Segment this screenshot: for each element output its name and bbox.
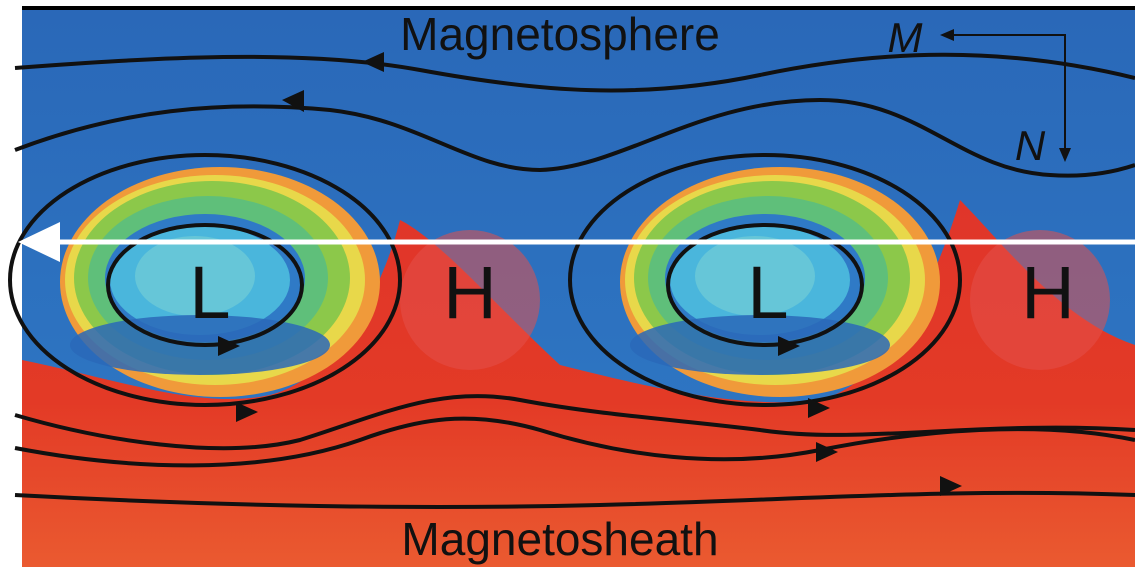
streamline-bottom-1	[14, 393, 1135, 451]
low-pressure-label-2: L	[747, 251, 788, 334]
streamline-bottom-3	[14, 490, 1135, 509]
arrow-top-2	[282, 90, 304, 112]
arrow-top-1	[362, 52, 384, 72]
cut-line-arrow	[18, 222, 1135, 262]
vortex-1-inner-loop	[106, 223, 304, 347]
streamline-arrows	[218, 52, 962, 496]
arrow-vortex-1-outer	[236, 402, 258, 422]
top-border	[22, 6, 1135, 10]
m-axis-arrowhead	[940, 29, 954, 41]
arrow-bottom-3	[940, 476, 962, 496]
arrow-bottom-2	[816, 442, 838, 462]
vortex-2-inner-loop	[666, 223, 864, 347]
n-axis-label: N	[1015, 122, 1046, 169]
arrow-vortex-2-outer	[808, 398, 830, 418]
vortex-1	[60, 167, 380, 397]
streamline-top-1	[14, 52, 1135, 93]
arrow-vortex-1-inner	[218, 336, 240, 356]
magnetosphere-label: Magnetosphere	[400, 8, 720, 60]
streamline-bottom-2	[14, 416, 1135, 468]
vortex-2-outer-loop	[568, 153, 962, 407]
high-pressure-label-1: H	[443, 251, 496, 334]
vortex-1-outer-loop	[8, 153, 402, 407]
high-pressure-patch-1	[400, 230, 540, 370]
magnetosheath-region	[22, 200, 1135, 567]
coordinate-axes	[940, 29, 1071, 162]
high-pressure-patch-2	[970, 230, 1110, 370]
low-pressure-label-1: L	[189, 251, 230, 334]
high-pressure-label-2: H	[1021, 251, 1074, 334]
m-axis-label: M	[888, 14, 923, 61]
streamlines	[8, 52, 1135, 509]
n-axis-arrowhead	[1059, 148, 1071, 162]
streamline-top-2	[14, 97, 1135, 178]
arrow-vortex-2-inner	[778, 336, 800, 356]
axis-lines	[950, 34, 1066, 155]
magnetosheath-label: Magnetosheath	[401, 513, 718, 565]
